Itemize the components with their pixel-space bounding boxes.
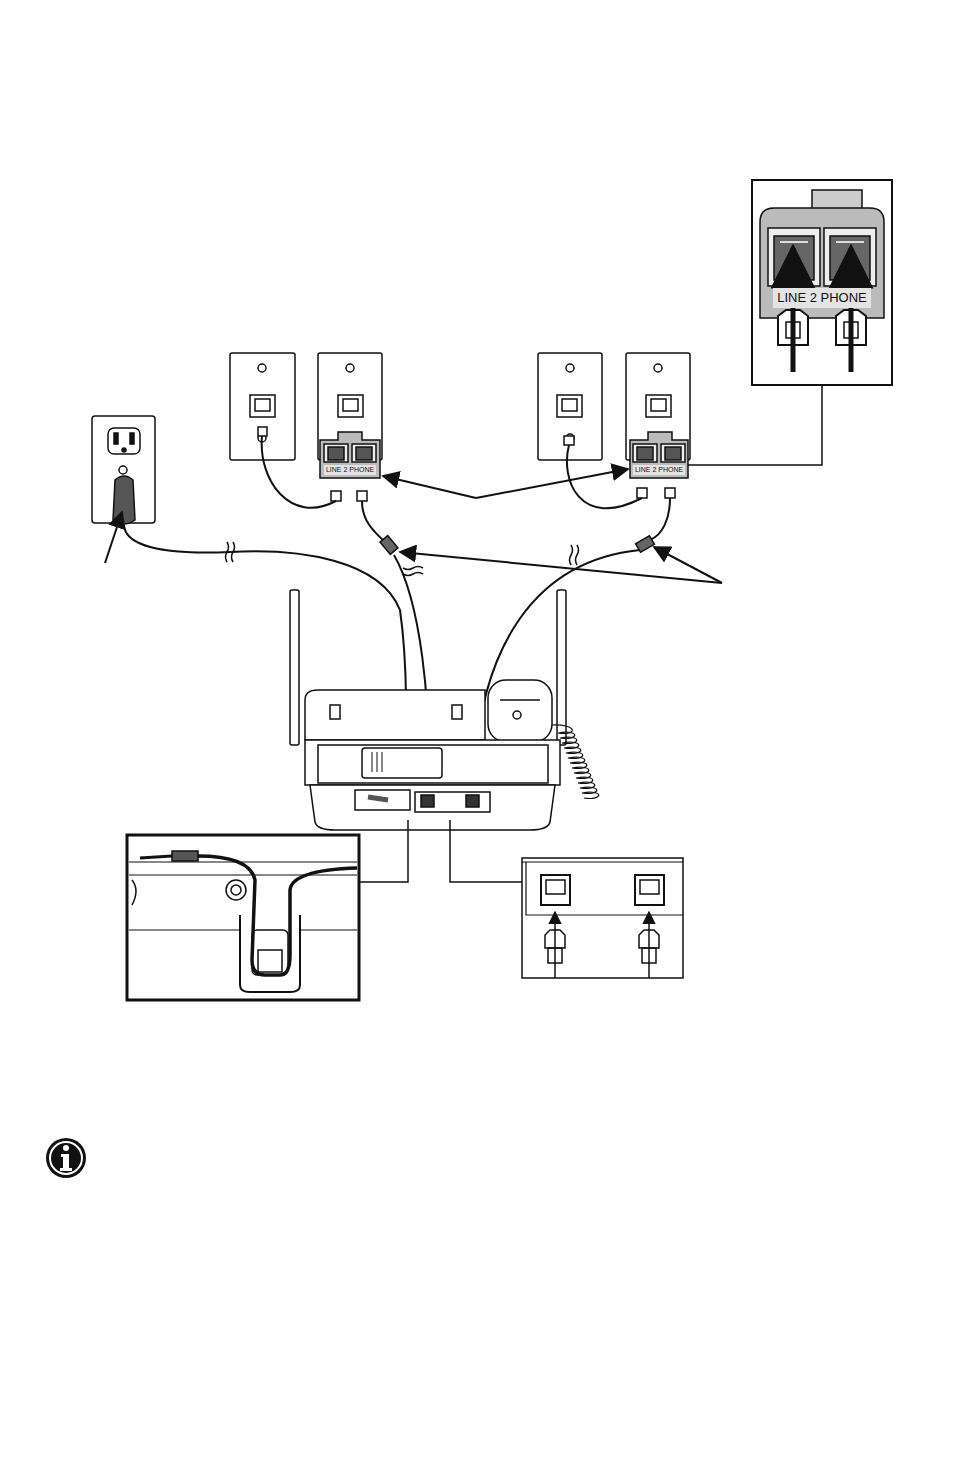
adapter-label: LINE 2 PHONE [324,465,376,475]
cords [124,436,670,812]
telephone-base [290,590,566,830]
coil-cord [552,725,599,799]
adapter-label: LINE 2 PHONE [633,465,685,475]
line-adapter: LINE 2 PHONE [320,432,380,478]
power-outlet [92,416,155,524]
info-icon [46,1138,86,1178]
wall-jacks [230,353,690,460]
break-marks [226,542,579,576]
line-adapter: LINE 2 PHONE [630,432,688,478]
adapter-label: LINE 2 PHONE [773,288,871,308]
line-adapters [320,432,688,478]
cord-routing-inset [127,835,359,1000]
adapter-inset-box: LINE 2 PHONE [752,180,892,385]
leader-line [359,820,408,882]
cord-plugs [258,427,675,501]
pointer-arrows [105,469,722,583]
leader-connector [688,385,822,465]
adapter-inset [752,180,892,385]
jack-inset [522,858,683,978]
leader-line [450,820,522,882]
line-filters [380,536,654,555]
